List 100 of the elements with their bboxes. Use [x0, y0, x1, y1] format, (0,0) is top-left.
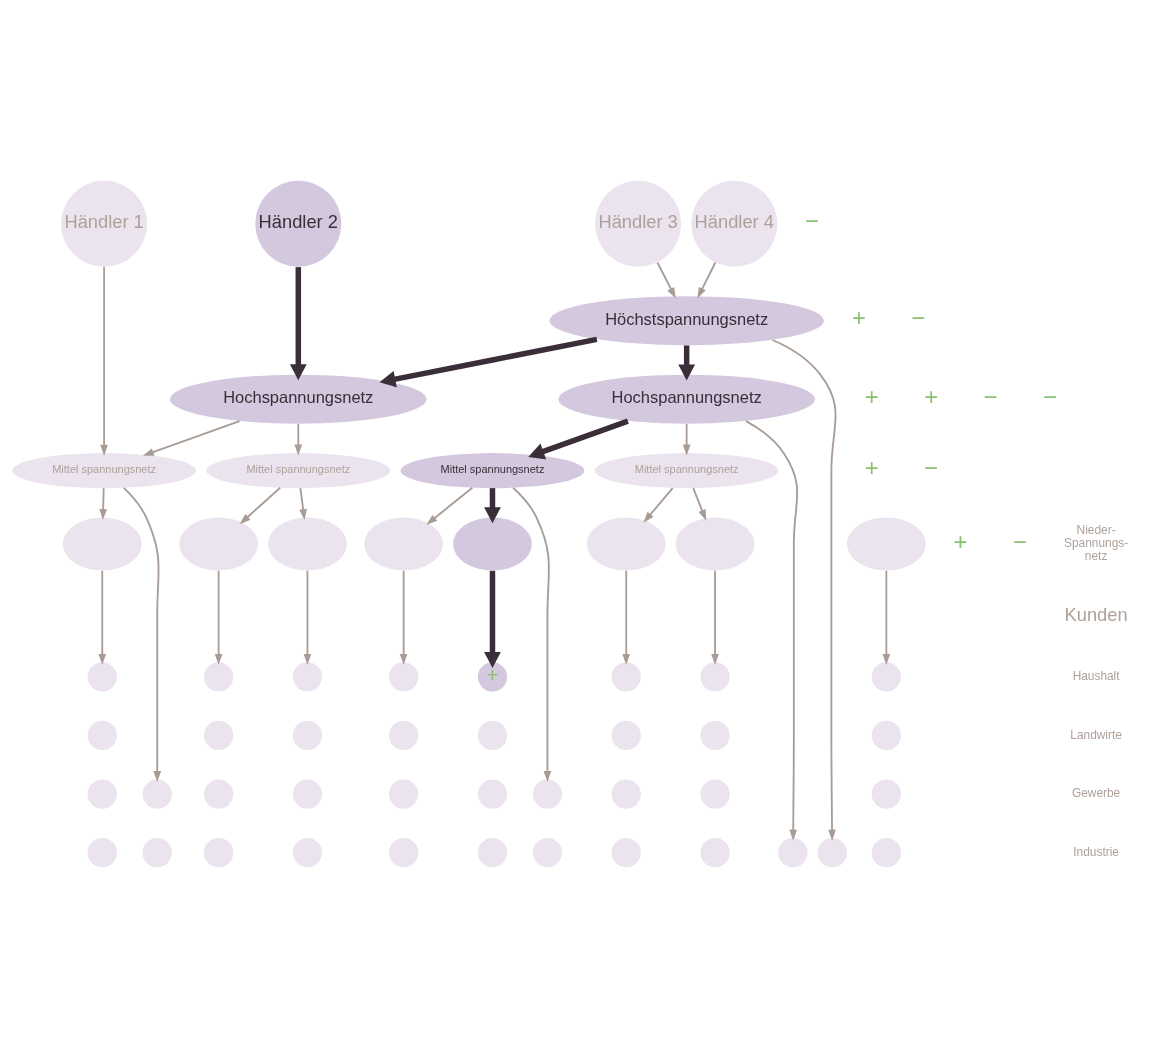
node-circle: +: [477, 662, 508, 692]
node-circle: Händler 2: [255, 180, 342, 267]
node-circle: [87, 779, 117, 809]
label: Landwirte: [1070, 727, 1122, 742]
node-ellipse: Mittel spannungsnetz: [400, 453, 585, 489]
arrow: [528, 418, 629, 460]
node-circle: [817, 838, 847, 868]
arrow: [656, 261, 676, 299]
node-ellipse: [179, 517, 258, 571]
arrow: [484, 488, 501, 524]
label: Gewerbe: [1071, 786, 1121, 801]
node-circle: [203, 838, 234, 868]
node-circle: [203, 662, 234, 692]
node-circle: [87, 662, 117, 692]
node-circle: [611, 838, 641, 868]
node-circle: [388, 779, 419, 809]
label: +: [953, 527, 968, 555]
arrow: [745, 420, 799, 841]
label: −: [1043, 383, 1058, 410]
label: Kunden: [1064, 603, 1128, 625]
arrow: [239, 486, 282, 525]
arrow: [123, 486, 162, 783]
node-circle: [611, 662, 641, 692]
arrow: [100, 266, 108, 456]
arrow: [294, 423, 303, 456]
arrow: [399, 569, 408, 665]
label: −: [911, 304, 926, 332]
node-ellipse: Mittel spannungsnetz: [206, 453, 391, 489]
arrow: [771, 339, 837, 841]
node-circle: [388, 662, 419, 692]
node-ellipse: Mittel spannungsnetz: [594, 453, 779, 489]
arrow: [299, 487, 307, 521]
label: −: [805, 207, 820, 235]
arrow: [303, 569, 312, 665]
node-ellipse: Mittel spannungsnetz: [12, 453, 196, 489]
arrow: [697, 261, 717, 299]
label: +: [851, 304, 866, 332]
node-circle: [871, 662, 901, 692]
label: +: [864, 454, 879, 482]
node-ellipse: [268, 517, 347, 571]
node-circle: [388, 720, 419, 751]
arrow: [692, 487, 707, 521]
node-circle: [778, 838, 808, 868]
node-circle: [477, 779, 508, 809]
node-ellipse: [675, 517, 755, 571]
node-ellipse: [453, 517, 532, 571]
arrow: [512, 486, 552, 783]
arrow: [711, 569, 719, 665]
node-circle: [292, 779, 323, 809]
node-circle: [532, 779, 563, 809]
node-circle: [611, 720, 641, 751]
node-circle: Händler 4: [691, 180, 778, 267]
node-circle: [871, 838, 901, 868]
node-circle: [87, 838, 117, 868]
node-circle: Händler 1: [61, 180, 148, 267]
label: +: [864, 383, 879, 410]
label: Nieder- Spannungs- netz: [1064, 523, 1129, 563]
arrow: [98, 569, 107, 665]
arrow: [379, 336, 598, 388]
label: −: [1013, 527, 1028, 555]
label: −: [983, 383, 998, 410]
arrow: [682, 423, 691, 456]
node-circle: [871, 779, 901, 809]
label: +: [924, 383, 939, 410]
label: −: [924, 454, 939, 482]
label: Industrie: [1073, 844, 1119, 859]
node-circle: [871, 720, 901, 751]
node-circle: [388, 838, 419, 868]
node-ellipse: [846, 517, 926, 571]
node-circle: [532, 838, 563, 868]
node-ellipse: Hochspannungsnetz: [170, 374, 427, 424]
node-ellipse: [364, 517, 443, 571]
node-ellipse: [62, 517, 142, 571]
node-circle: Händler 3: [595, 180, 682, 267]
node-circle: [203, 720, 234, 751]
arrow: [622, 569, 631, 665]
node-ellipse: [586, 517, 666, 571]
node-circle: [142, 779, 172, 809]
arrow: [142, 420, 241, 456]
node-circle: [611, 779, 641, 809]
arrow: [678, 345, 696, 381]
node-circle: [700, 779, 730, 809]
arrow: [99, 487, 107, 521]
arrow: [214, 569, 223, 665]
node-circle: [87, 720, 117, 751]
node-circle: [477, 720, 508, 751]
node-circle: [292, 838, 323, 868]
arrow: [882, 569, 891, 665]
node-circle: [292, 662, 323, 692]
arrow: [643, 487, 674, 523]
arrow: [289, 267, 307, 381]
node-ellipse: Höchstspannungsnetz: [549, 296, 824, 346]
node-circle: [700, 662, 730, 692]
node-circle: [700, 720, 730, 751]
label: Haushalt: [1072, 668, 1120, 683]
node-circle: [203, 779, 234, 809]
node-circle: [292, 720, 323, 751]
arrow: [484, 570, 501, 669]
node-circle: [477, 838, 508, 868]
node-circle: [142, 838, 172, 868]
